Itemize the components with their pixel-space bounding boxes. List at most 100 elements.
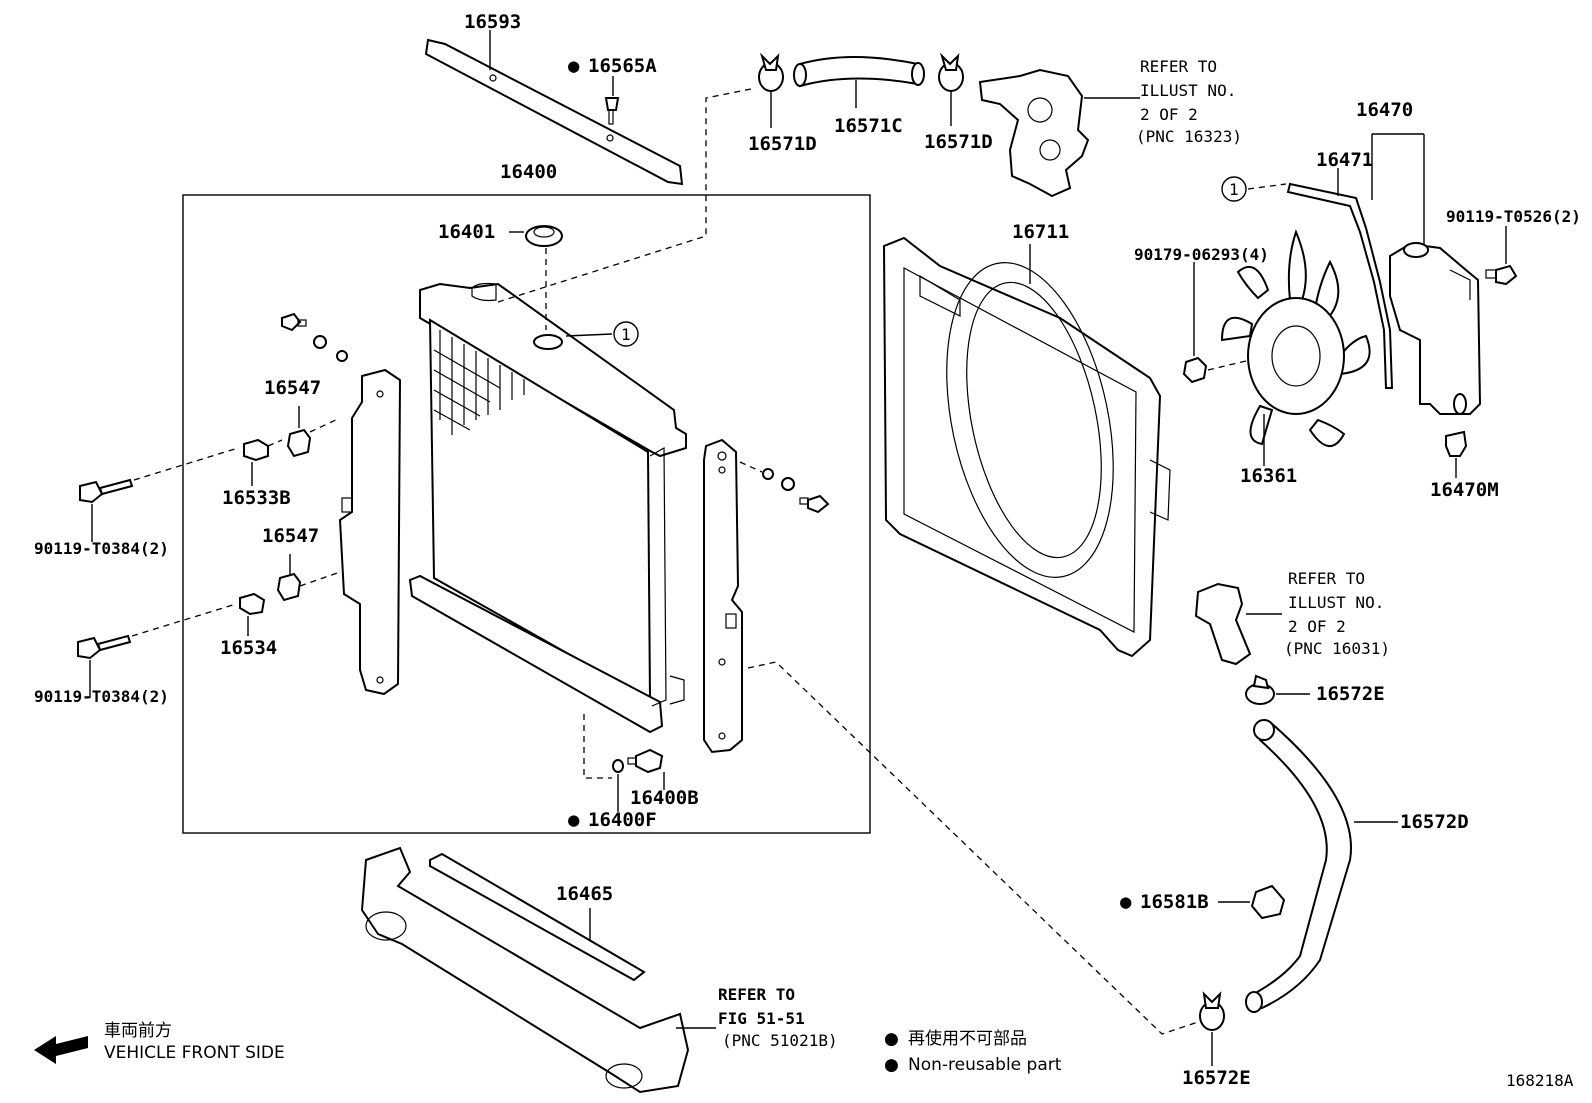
grommet-part-16533B bbox=[243, 438, 269, 462]
hose-clamp-part-16572E-upper bbox=[1245, 674, 1275, 705]
bullet-16565A: ● bbox=[568, 55, 580, 77]
label-16571D-right: 16571D bbox=[924, 131, 993, 153]
circle-callout-1-radiator-text: 1 bbox=[621, 325, 631, 344]
hose-clamp-part-16571D-right bbox=[938, 52, 964, 92]
label-16593: 16593 bbox=[464, 11, 521, 33]
refer-16323-line3: 2 OF 2 bbox=[1140, 105, 1198, 124]
o-ring-part-16400F bbox=[612, 759, 624, 773]
upper-hose-part-16571C bbox=[793, 56, 925, 88]
drain-cock-part-16400B bbox=[627, 748, 664, 774]
reservoir-tank-part-16470 bbox=[1389, 242, 1482, 415]
label-16465: 16465 bbox=[556, 883, 613, 905]
bolt-part-90119-T0526 bbox=[1485, 264, 1518, 286]
label-16565A: 16565A bbox=[588, 55, 657, 77]
refer-51021B-line3: (PNC 51021B) bbox=[722, 1031, 838, 1050]
front-arrow-icon bbox=[34, 1036, 88, 1064]
lower-hose-part-16572D bbox=[1245, 719, 1352, 1013]
refer-16031-line2: ILLUST NO. bbox=[1288, 593, 1384, 612]
label-16572E-upper: 16572E bbox=[1316, 683, 1385, 705]
label-90119-T0384-lower: 90119-T0384(2) bbox=[34, 687, 169, 706]
upper-seal-part-16593 bbox=[424, 38, 684, 186]
label-16534: 16534 bbox=[220, 637, 277, 659]
radiator-support-lower bbox=[360, 846, 690, 1094]
refer-16323-line4: (PNC 16323) bbox=[1136, 127, 1242, 146]
hose-clamp-part-16581B bbox=[1250, 884, 1286, 920]
circle-callout-1-reservoir bbox=[1221, 176, 1247, 202]
circle-callout-1-radiator bbox=[613, 321, 639, 347]
hose-clamp-part-16571D-left bbox=[758, 52, 784, 92]
refer-16323-line1: REFER TO bbox=[1140, 57, 1217, 76]
water-outlet-housing bbox=[978, 68, 1090, 198]
refer-51021B-line2: FIG 51-51 bbox=[718, 1009, 805, 1028]
non-reusable-legend: ● 再使用不可部品 ● Non-reusable part bbox=[884, 1028, 1062, 1075]
vehicle-front-en: VEHICLE FRONT SIDE bbox=[104, 1043, 285, 1063]
bullet-16581B: ● bbox=[1120, 891, 1132, 913]
radiator-cap-part-16401 bbox=[525, 225, 563, 247]
refer-note-pnc-16031: REFER TO ILLUST NO. 2 OF 2 (PNC 16031) bbox=[1284, 569, 1390, 658]
nut-part-90179-06293 bbox=[1182, 356, 1208, 384]
washer-upper-right bbox=[781, 477, 795, 491]
label-16400: 16400 bbox=[500, 161, 557, 183]
label-16581B: 16581B bbox=[1140, 891, 1209, 913]
vehicle-front-jp: 車両前方 bbox=[104, 1021, 172, 1041]
grommet-part-16534 bbox=[239, 592, 266, 616]
bolt-upper-right bbox=[799, 494, 830, 514]
reservoir-hose-part-16471 bbox=[1286, 182, 1394, 389]
legend-bullet-en: ● bbox=[884, 1055, 899, 1075]
label-16400B: 16400B bbox=[630, 787, 699, 809]
label-16471: 16471 bbox=[1316, 149, 1373, 171]
label-16361: 16361 bbox=[1240, 465, 1297, 487]
cushion-part-16547-upper bbox=[286, 428, 312, 458]
label-16470: 16470 bbox=[1356, 99, 1413, 121]
refer-16031-line1: REFER TO bbox=[1288, 569, 1365, 588]
nut-upper-right bbox=[762, 468, 774, 480]
filler-neck bbox=[533, 334, 563, 350]
refer-note-pnc-51021B: REFER TO FIG 51-51 (PNC 51021B) bbox=[718, 985, 838, 1050]
cap-part-16470M bbox=[1445, 430, 1468, 457]
label-90179-06293: 90179-06293(4) bbox=[1134, 245, 1269, 264]
label-16401: 16401 bbox=[438, 221, 495, 243]
circle-callout-1-reservoir-text: 1 bbox=[1229, 180, 1239, 199]
bolt-part-90119-T0384-upper bbox=[79, 478, 134, 504]
non-reusable-en: Non-reusable part bbox=[908, 1055, 1062, 1075]
water-inlet-housing bbox=[1194, 582, 1252, 666]
cooling-fan-part-16361 bbox=[1220, 229, 1371, 447]
label-16547-upper: 16547 bbox=[264, 377, 321, 399]
label-90119-T0384-upper: 90119-T0384(2) bbox=[34, 539, 169, 558]
radiator-side-bracket-left bbox=[338, 368, 402, 696]
label-16533B: 16533B bbox=[222, 487, 291, 509]
legend-bullet-jp: ● bbox=[884, 1029, 899, 1049]
label-90119-T0526: 90119-T0526(2) bbox=[1446, 207, 1581, 226]
bolt-part-90119-T0384-lower bbox=[77, 634, 132, 660]
fan-shroud-part-16711 bbox=[882, 236, 1171, 658]
label-16571C: 16571C bbox=[834, 115, 903, 137]
refer-note-pnc-16323: REFER TO ILLUST NO. 2 OF 2 (PNC 16323) bbox=[1136, 57, 1242, 146]
refer-51021B-line1: REFER TO bbox=[718, 985, 795, 1004]
label-16711: 16711 bbox=[1012, 221, 1069, 243]
vehicle-front-legend: 車両前方 VEHICLE FRONT SIDE bbox=[34, 1021, 285, 1064]
label-16470M: 16470M bbox=[1430, 479, 1499, 501]
bolt-upper-left bbox=[281, 312, 307, 332]
washer-upper-left bbox=[313, 335, 327, 349]
bullet-16400F: ● bbox=[568, 809, 580, 831]
non-reusable-jp: 再使用不可部品 bbox=[908, 1028, 1027, 1049]
diagram-id: 168218A bbox=[1506, 1071, 1574, 1090]
radiator-core-part-16400 bbox=[408, 282, 687, 734]
hose-clamp-part-16572E-lower bbox=[1199, 991, 1225, 1031]
refer-16031-line4: (PNC 16031) bbox=[1284, 639, 1390, 658]
seal-part-16465 bbox=[429, 852, 646, 982]
label-16571D-left: 16571D bbox=[748, 133, 817, 155]
refer-16031-line3: 2 OF 2 bbox=[1288, 617, 1346, 636]
radiator-side-bracket-right bbox=[703, 438, 743, 754]
label-16572E-lower: 16572E bbox=[1182, 1067, 1251, 1089]
radiator-assembly-frame bbox=[182, 194, 871, 834]
clip-part-16565A bbox=[604, 97, 620, 125]
label-16547-lower: 16547 bbox=[262, 525, 319, 547]
cushion-part-16547-lower bbox=[276, 572, 302, 602]
label-16572D: 16572D bbox=[1400, 811, 1469, 833]
label-16400F: 16400F bbox=[588, 809, 657, 831]
nut-upper-left bbox=[336, 350, 348, 362]
refer-16323-line2: ILLUST NO. bbox=[1140, 81, 1236, 100]
